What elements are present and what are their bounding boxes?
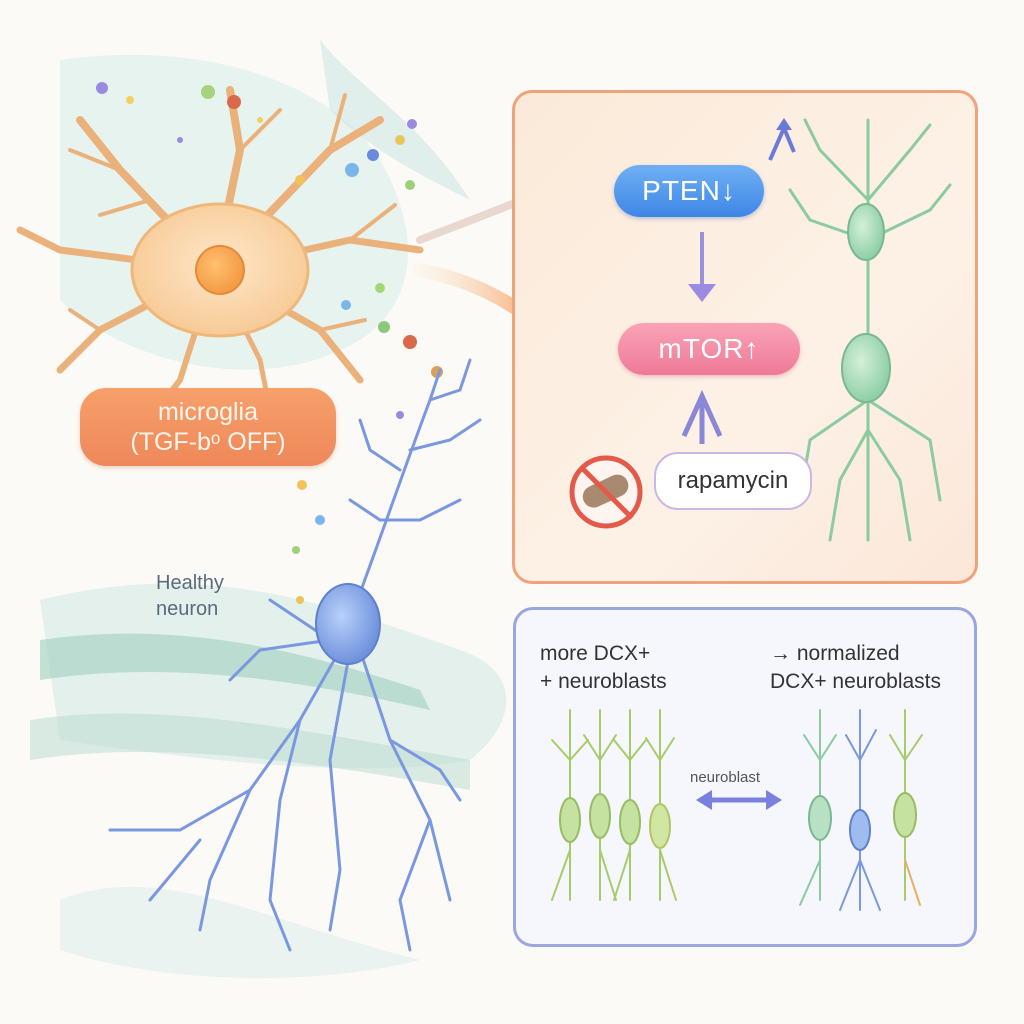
microglia-label-line2: (TGF-bᵒ OFF) <box>130 428 286 456</box>
normalized-dcx-label-line1: → normalized <box>770 642 900 665</box>
more-dcx-label: more DCX+ + neuroblasts <box>540 640 710 696</box>
microglia-label-line1: microglia <box>157 398 259 426</box>
pten-node: PTEN↓ <box>614 165 764 217</box>
healthy-neuron-label-line1: Healthy <box>156 572 224 594</box>
more-dcx-label-line1: more DCX+ <box>540 642 651 665</box>
more-dcx-label-line2: + neuroblasts <box>540 670 667 693</box>
neuroblast-label: neuroblast <box>690 769 761 786</box>
mtor-node: mTOR↑ <box>618 323 800 375</box>
healthy-neuron <box>108 358 482 952</box>
rapamycin-node: rapamycin <box>654 452 812 510</box>
dcx-comparison-panel <box>513 607 977 947</box>
microglia-cell <box>16 86 424 423</box>
cytokine-particles <box>96 82 443 604</box>
healthy-neuron-label: Healthy neuron <box>156 570 224 622</box>
healthy-neuron-label-line2: neuron <box>156 598 219 620</box>
normalized-dcx-label-line2: DCX+ neuroblasts <box>770 670 942 693</box>
normalized-dcx-label: → normalized DCX+ neuroblasts <box>770 640 960 696</box>
microglia-label: microglia (TGF-bᵒ OFF) <box>80 388 336 466</box>
